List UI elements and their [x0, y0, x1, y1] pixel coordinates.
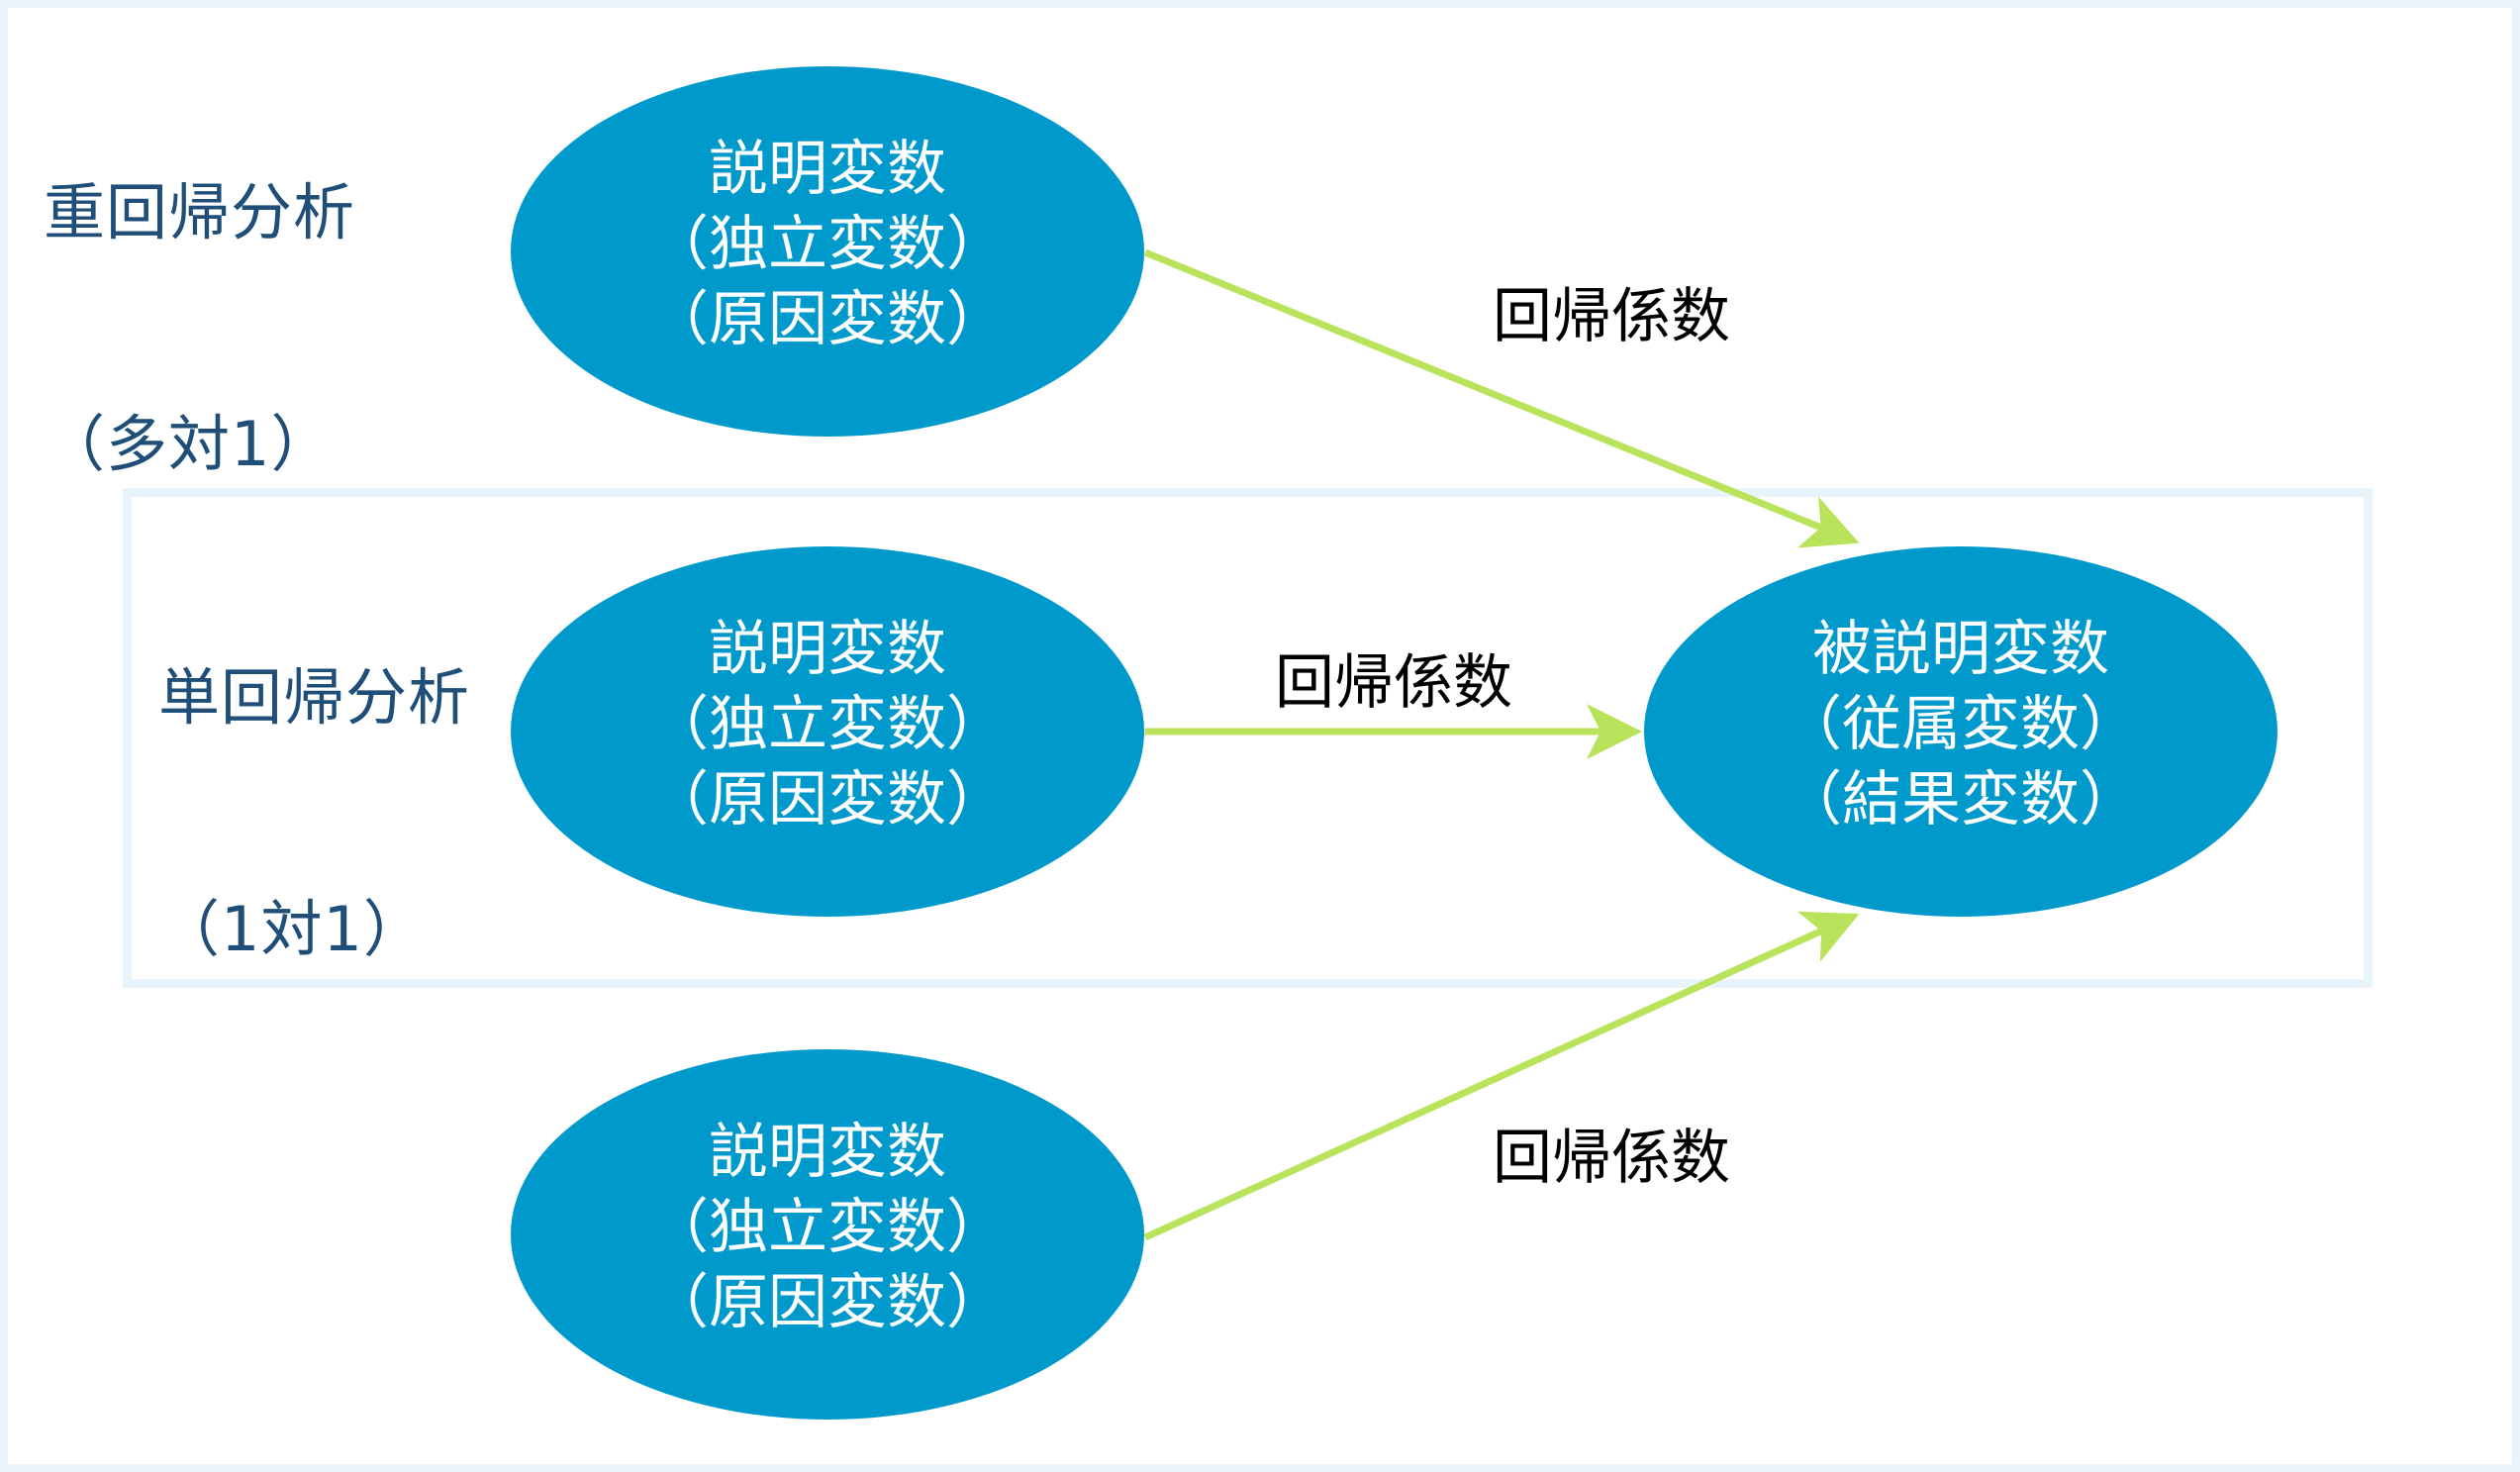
node-line: （独立変数）	[649, 1193, 1006, 1262]
node-line: （原因変数）	[649, 765, 1006, 834]
node-line: （結果変数）	[1783, 765, 2139, 834]
node-dependent	[1644, 546, 2278, 917]
node-line: 説明変数	[709, 615, 946, 684]
node-explanatory-middle-label: 説明変数 （独立変数） （原因変数）	[511, 612, 1144, 837]
multiple-regression-title-text: 重回帰分析	[44, 176, 356, 248]
simple-regression-frame	[123, 488, 2373, 988]
edge-arrow-bottom	[1143, 911, 1860, 1241]
edge-label-middle: 回帰係数	[1275, 648, 1512, 718]
edge-label-top: 回帰係数	[1493, 282, 1730, 351]
node-line: 説明変数	[709, 135, 946, 204]
node-dependent-label: 被説明変数 （従属変数） （結果変数）	[1644, 612, 2278, 837]
multiple-regression-subtitle: （多対1）	[44, 408, 334, 480]
node-line: （従属変数）	[1783, 690, 2139, 759]
node-explanatory-middle	[511, 546, 1144, 917]
node-line: 説明変数	[709, 1118, 946, 1187]
node-explanatory-bottom	[511, 1049, 1144, 1420]
node-explanatory-top-label: 説明変数 （独立変数） （原因変数）	[511, 132, 1144, 357]
node-line: （原因変数）	[649, 1268, 1006, 1337]
simple-regression-title-text: 単回帰分析	[158, 661, 471, 734]
node-explanatory-bottom-label: 説明変数 （独立変数） （原因変数）	[511, 1115, 1144, 1340]
node-explanatory-top	[511, 66, 1144, 437]
edge-arrow-top	[1143, 248, 1860, 548]
multiple-regression-title: 重回帰分析 （多対1）	[44, 20, 355, 560]
node-line: 被説明変数	[1812, 615, 2109, 684]
node-line: （独立変数）	[649, 690, 1006, 759]
node-line: （原因変数）	[649, 285, 1006, 354]
simple-regression-subtitle: （1対1）	[158, 893, 426, 965]
simple-regression-title: 単回帰分析 （1対1）	[158, 505, 470, 1045]
edge-label-bottom: 回帰係数	[1493, 1124, 1730, 1193]
node-line: （独立変数）	[649, 210, 1006, 279]
